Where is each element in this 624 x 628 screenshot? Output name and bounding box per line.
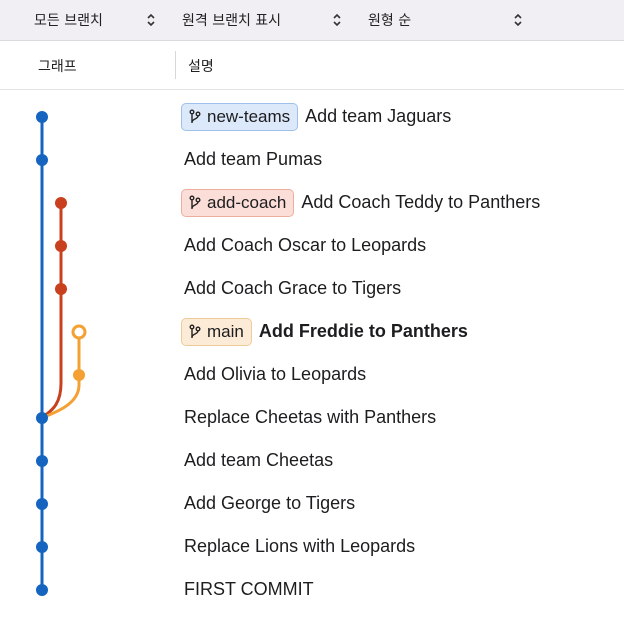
commit-message: Add Coach Grace to Tigers [184,278,402,298]
commit-node[interactable] [36,154,48,166]
commit-row[interactable]: Add Coach Grace to Tigers [184,267,401,310]
updown-chevron-icon [333,13,341,27]
commit-message: Add Coach Oscar to Leopards [184,235,427,255]
column-divider[interactable] [175,51,176,79]
commit-row[interactable]: FIRST COMMIT [184,568,314,611]
commit-row[interactable]: Add Olivia to Leopards [184,353,366,396]
commit-message: Add team Jaguars [305,106,452,126]
commit-row[interactable]: Replace Cheetas with Panthers [184,396,436,439]
commit-node[interactable] [55,240,67,252]
sort-order-dropdown[interactable]: 원형 순 [368,0,528,40]
commit-node[interactable] [36,584,48,596]
commit-message: Replace Cheetas with Panthers [184,407,437,427]
branch-tag-main[interactable]: main [181,317,252,346]
commit-message: FIRST COMMIT [184,579,314,599]
branch-icon [188,324,207,340]
commit-node[interactable] [36,498,48,510]
commit-message: Add George to Tigers [184,493,356,513]
remote-branches-label: 원격 브랜치 표시 [182,13,282,29]
commit-node[interactable] [36,455,48,467]
commit-node[interactable] [71,324,87,340]
toolbar: 모든 브랜치 원격 브랜치 표시 원형 순 [0,0,624,41]
column-header: 그래프 설명 [0,41,624,90]
graph-line-add-coach [40,203,63,420]
commit-message: Add team Pumas [184,149,323,169]
updown-chevron-icon [514,13,522,27]
commit-row[interactable]: Add Coach Oscar to Leopards [184,224,426,267]
updown-chevron-icon [147,13,155,27]
commit-row[interactable]: Add team Pumas [184,138,322,181]
commit-node[interactable] [55,283,67,295]
branch-tag-label: add-coach [207,192,287,212]
commit-row[interactable]: Add team Cheetas [184,439,333,482]
commit-row[interactable]: Replace Lions with Leopards [184,525,415,568]
branch-icon [188,109,207,125]
commit-row[interactable]: new-teams Add team Jaguars [181,95,452,138]
commit-message: Add Coach Teddy to Panthers [301,192,541,212]
commit-message: Add Freddie to Panthers [258,321,468,341]
branch-filter-label: 모든 브랜치 [34,13,103,29]
commit-node[interactable] [36,111,48,123]
branch-tag-add-coach[interactable]: add-coach [181,188,295,217]
branch-tag-label: main [207,321,244,341]
commit-row[interactable]: Add George to Tigers [184,482,355,525]
branch-filter-dropdown[interactable]: 모든 브랜치 [34,0,164,40]
commit-message: Add team Cheetas [184,450,334,470]
commit-message: Add Olivia to Leopards [184,364,367,384]
commit-message: Replace Lions with Leopards [184,536,416,556]
sort-order-label: 원형 순 [368,13,412,29]
graph-column-header[interactable]: 그래프 [38,59,77,75]
commit-row[interactable]: add-coach Add Coach Teddy to Panthers [181,181,541,224]
commit-graph [36,111,87,596]
branch-tag-label: new-teams [207,106,291,126]
commit-node[interactable] [73,369,85,381]
commit-node[interactable] [55,197,67,209]
commit-row[interactable]: main Add Freddie to Panthers [181,310,468,353]
commit-node[interactable] [36,541,48,553]
branch-icon [188,195,207,211]
commit-node[interactable] [36,412,48,424]
remote-branches-dropdown[interactable]: 원격 브랜치 표시 [182,0,347,40]
description-column-header[interactable]: 설명 [188,59,214,75]
branch-tag-new-teams[interactable]: new-teams [181,102,299,131]
